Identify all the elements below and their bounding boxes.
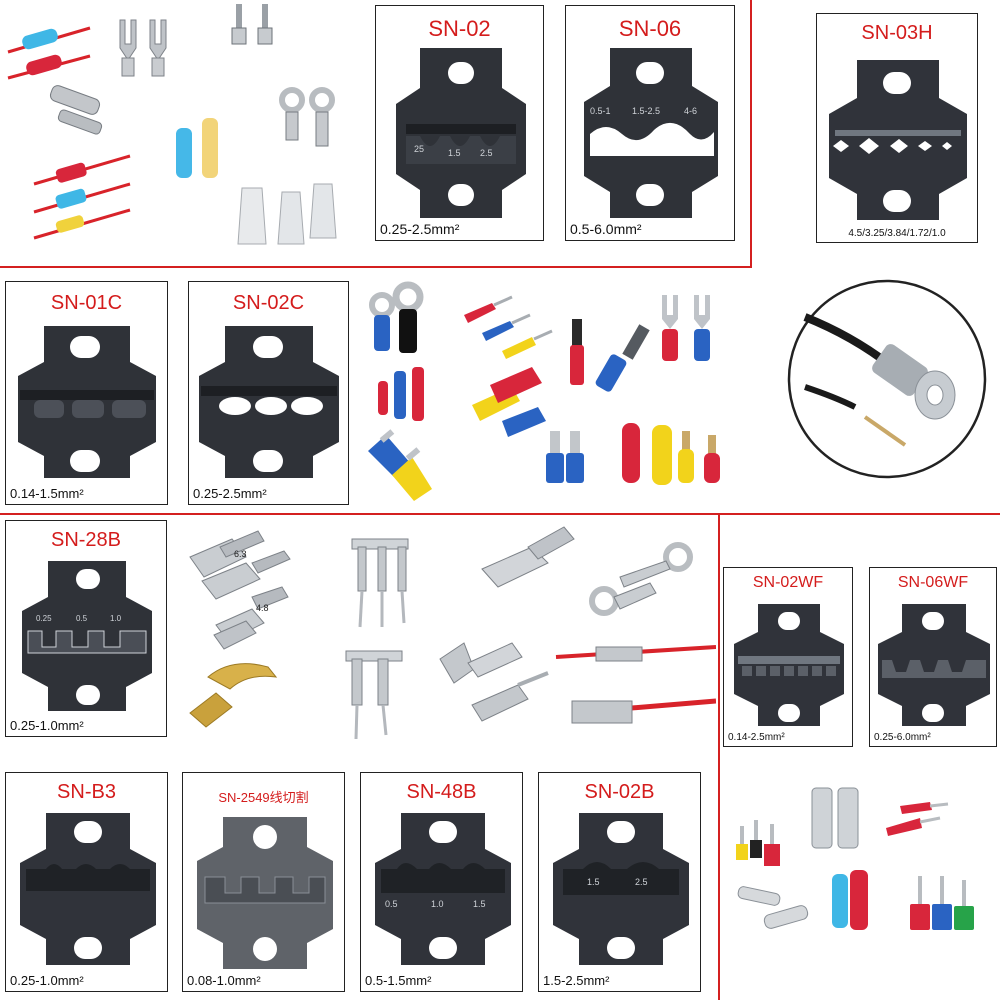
crimp-die-image: 0.5-1 1.5-2.5 4-6	[584, 48, 718, 218]
die-spec: 0.25-1.0mm²	[10, 973, 84, 988]
die-title: SN-28B	[50, 529, 122, 551]
die-engraving: 2.5	[635, 877, 648, 887]
divider-horizontal-middle	[0, 513, 1000, 515]
die-spec: 1.5-2.5mm²	[543, 973, 610, 988]
crimp-die-image: 25 1.5 2.5	[396, 48, 526, 218]
die-card-sn-48b: SN-48B 0.5 1.0 1.5 0.5-1.5mm²	[360, 772, 523, 992]
die-engraving: 1.5-2.5	[632, 106, 660, 116]
die-card-sn-28b: SN-28B 0.25 0.5 1.0 0.25-1.0mm²	[5, 520, 167, 737]
terminal-size-label: 4.8	[256, 603, 269, 613]
crimp-die-image: 0.5 1.0 1.5	[375, 813, 511, 965]
crimp-die-image	[878, 604, 990, 726]
die-engraving: 1.5	[473, 899, 486, 909]
die-spec: 0.08-1.0mm²	[187, 973, 261, 988]
die-title: SN-03H	[861, 22, 933, 44]
crimp-die-image	[734, 604, 844, 726]
die-engraving: 1.5	[587, 877, 600, 887]
die-title: SN-02B	[584, 781, 655, 803]
die-card-sn-2549: SN-2549线切割 0.08-1.0mm²	[182, 772, 345, 992]
die-engraving: 25	[414, 144, 424, 154]
terminal-size-label: 6.3	[234, 549, 247, 559]
crimp-die-image	[829, 60, 967, 220]
crimp-die-image: 0.25 0.5 1.0	[22, 561, 152, 711]
die-card-sn-03h: SN-03H 4.5/3.25/3.84/1.72/1.0	[816, 13, 978, 243]
die-engraving: 1.0	[110, 614, 122, 623]
crimp-die-image: 1.5 2.5	[553, 813, 689, 965]
die-engraving: 0.5	[76, 614, 88, 623]
die-title: SN-01C	[50, 292, 123, 314]
die-card-sn-01c: SN-01C 0.14-1.5mm²	[5, 281, 168, 505]
die-spec: 0.25-6.0mm²	[874, 732, 931, 743]
divider-vertical-bottom	[718, 513, 720, 1000]
die-spec: 0.14-1.5mm²	[10, 486, 84, 501]
die-spec: 0.25-2.5mm²	[193, 486, 267, 501]
die-spec: 0.5-1.5mm²	[365, 973, 432, 988]
die-card-sn-06: SN-06 0.5-1 1.5-2.5 4-6 0.5-6.0mm²	[565, 5, 735, 241]
die-card-sn-02: SN-02 25 1.5 2.5 0.25-2.5mm²	[375, 5, 544, 241]
crimp-die-image	[199, 326, 339, 478]
die-title: SN-06WF	[897, 574, 969, 591]
die-engraving: 2.5	[480, 148, 493, 158]
die-engraving: 4-6	[684, 106, 697, 116]
die-title: SN-2549线切割	[218, 790, 309, 805]
die-title: SN-02WF	[752, 574, 824, 591]
die-title: SN-06	[618, 16, 682, 41]
die-spec: 4.5/3.25/3.84/1.72/1.0	[848, 228, 946, 239]
crimp-die-image	[18, 326, 156, 478]
die-title: SN-B3	[57, 781, 116, 803]
die-title: SN-02	[428, 16, 491, 41]
die-engraving: 0.5-1	[590, 106, 611, 116]
die-spec: 0.25-1.0mm²	[10, 718, 84, 733]
die-card-sn-06wf: SN-06WF 0.25-6.0mm²	[869, 567, 997, 747]
terminal-photo-group-bottom-middle: 6.3 4.8	[172, 517, 716, 753]
crimp-die-image	[197, 817, 333, 969]
die-engraving: 1.0	[431, 899, 444, 909]
die-card-sn-b3: SN-B3 0.25-1.0mm²	[5, 772, 168, 992]
die-card-sn-02b: SN-02B 1.5 2.5 1.5-2.5mm²	[538, 772, 701, 992]
die-spec: 0.5-6.0mm²	[570, 221, 642, 237]
die-title: SN-48B	[406, 781, 477, 803]
die-title: SN-02C	[232, 292, 305, 314]
crimp-die-image	[20, 813, 156, 965]
divider-horizontal-top	[0, 266, 752, 268]
die-engraving: 1.5	[448, 148, 461, 158]
die-spec: 0.14-2.5mm²	[728, 732, 785, 743]
ferrule-photo-group-bottom-right	[724, 770, 998, 996]
bnc-connector-photo	[785, 277, 990, 482]
divider-vertical-top	[750, 0, 752, 268]
die-spec: 0.25-2.5mm²	[380, 221, 460, 237]
terminal-photo-group-top-left	[0, 0, 370, 262]
die-engraving: 0.25	[36, 614, 52, 623]
die-card-sn-02c: SN-02C 0.25-2.5mm²	[188, 281, 349, 505]
terminal-photo-group-middle	[352, 275, 748, 510]
die-engraving: 0.5	[385, 899, 398, 909]
die-card-sn-02wf: SN-02WF 0.14-2.5mm²	[723, 567, 853, 747]
